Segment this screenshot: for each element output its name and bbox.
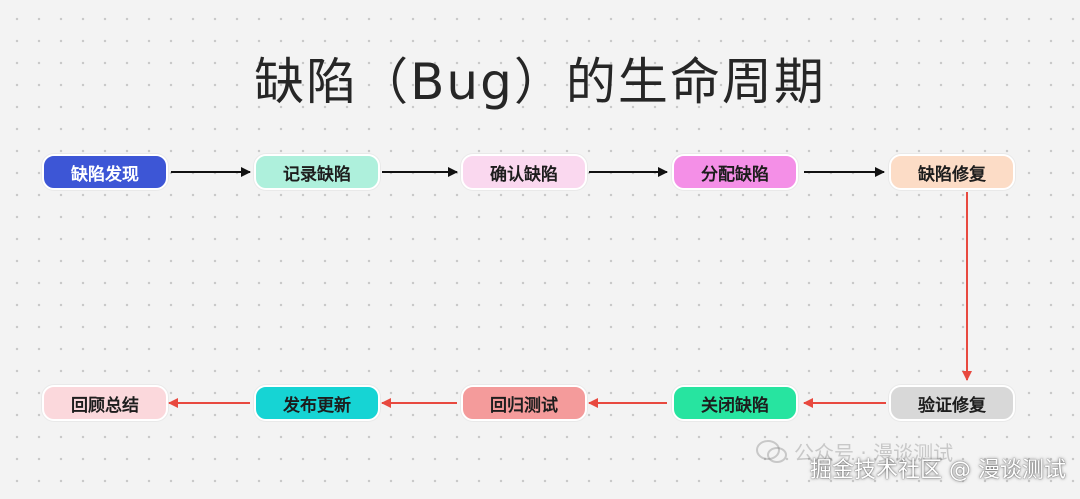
wechat-watermark: 公众号 · 漫谈测试	[756, 437, 953, 466]
node-verify-fix: 验证修复	[889, 385, 1015, 421]
node-record-bug: 记录缺陷	[254, 154, 380, 190]
diagram-title: 缺陷（Bug）的生命周期	[254, 53, 826, 111]
site-watermark: 掘金技术社区 @ 漫谈测试	[810, 458, 1066, 483]
node-bug-discovery: 缺陷发现	[42, 154, 168, 190]
wechat-watermark-text: 公众号 · 漫谈测试	[794, 441, 954, 465]
node-assign-bug: 分配缺陷	[672, 154, 798, 190]
node-fix-bug: 缺陷修复	[889, 154, 1015, 190]
node-confirm-bug: 确认缺陷	[461, 154, 587, 190]
node-release-update: 发布更新	[254, 385, 380, 421]
node-close-bug: 关闭缺陷	[672, 385, 798, 421]
wechat-icon	[756, 439, 787, 463]
node-review-summary: 回顾总结	[42, 385, 168, 421]
node-regression-test: 回归测试	[461, 385, 587, 421]
